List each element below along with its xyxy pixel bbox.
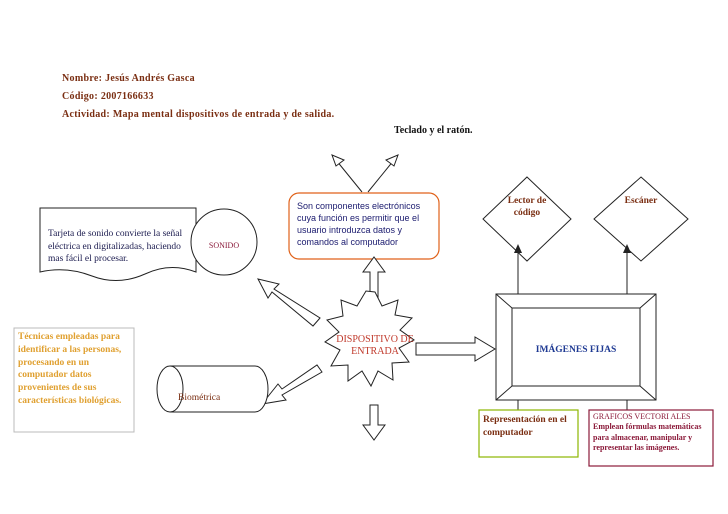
definition-box xyxy=(288,192,440,260)
arrow-to-images xyxy=(415,336,496,362)
name-label: Nombre: xyxy=(62,73,103,84)
vector-graphics-box xyxy=(588,409,714,467)
vector-graphics-description: Emplean fórmulas matemáticas para almace… xyxy=(593,422,702,452)
sound-circle xyxy=(190,208,258,276)
scanner-label: Escáner xyxy=(624,196,658,206)
activity-label: Actividad: xyxy=(62,109,110,120)
code-label: Código: xyxy=(62,91,98,102)
arrow-up-left xyxy=(331,154,363,193)
sound-document xyxy=(39,207,197,281)
topic-note: Teclado y el ratón. xyxy=(394,125,473,136)
arrow-up-right xyxy=(367,154,399,193)
biometric-description: Técnicas empleadas para identificar a la… xyxy=(18,332,122,406)
center-star xyxy=(324,290,415,388)
definition-text: Son componentes electrónicos cuya funció… xyxy=(297,201,421,247)
images-bevel-box xyxy=(495,293,657,401)
activity-line: Actividad: Mapa mental dispositivos de e… xyxy=(62,109,334,120)
biometric-cylinder xyxy=(156,365,269,413)
images-label: IMÁGENES FIJAS xyxy=(535,345,617,355)
arrow-to-biometric xyxy=(260,364,323,405)
vector-graphics-title: GRAFICOS VECTORI ALES xyxy=(593,412,691,421)
activity-value: Mapa mental dispositivos de entrada y de… xyxy=(112,109,335,120)
arrow-down xyxy=(362,404,386,441)
scanner-diamond xyxy=(593,176,689,262)
biometric-description-box xyxy=(13,327,135,433)
name-value: Jesús Andrés Gasca xyxy=(105,73,195,84)
biometric-label: Biométrica xyxy=(178,393,221,403)
sound-label: SONIDO xyxy=(208,241,240,250)
arrow-to-scanner xyxy=(623,244,631,294)
barcode-reader-label: Lector de código xyxy=(507,196,547,218)
representation-label: Representación en el computador xyxy=(483,415,567,438)
arrow-to-barcode-reader xyxy=(514,244,522,294)
sound-description: Tarjeta de sonido convierte la señal elé… xyxy=(48,229,183,264)
code-value: 2007166633 xyxy=(100,91,154,102)
barcode-reader-diamond xyxy=(482,176,572,262)
student-code-line: Código: 2007166633 xyxy=(62,91,154,102)
student-name-line: Nombre: Jesús Andrés Gasca xyxy=(62,73,195,84)
arrow-to-sound xyxy=(257,278,321,327)
representation-box xyxy=(478,409,579,458)
center-label: DISPOSITIVO DE ENTRADA xyxy=(336,334,414,357)
